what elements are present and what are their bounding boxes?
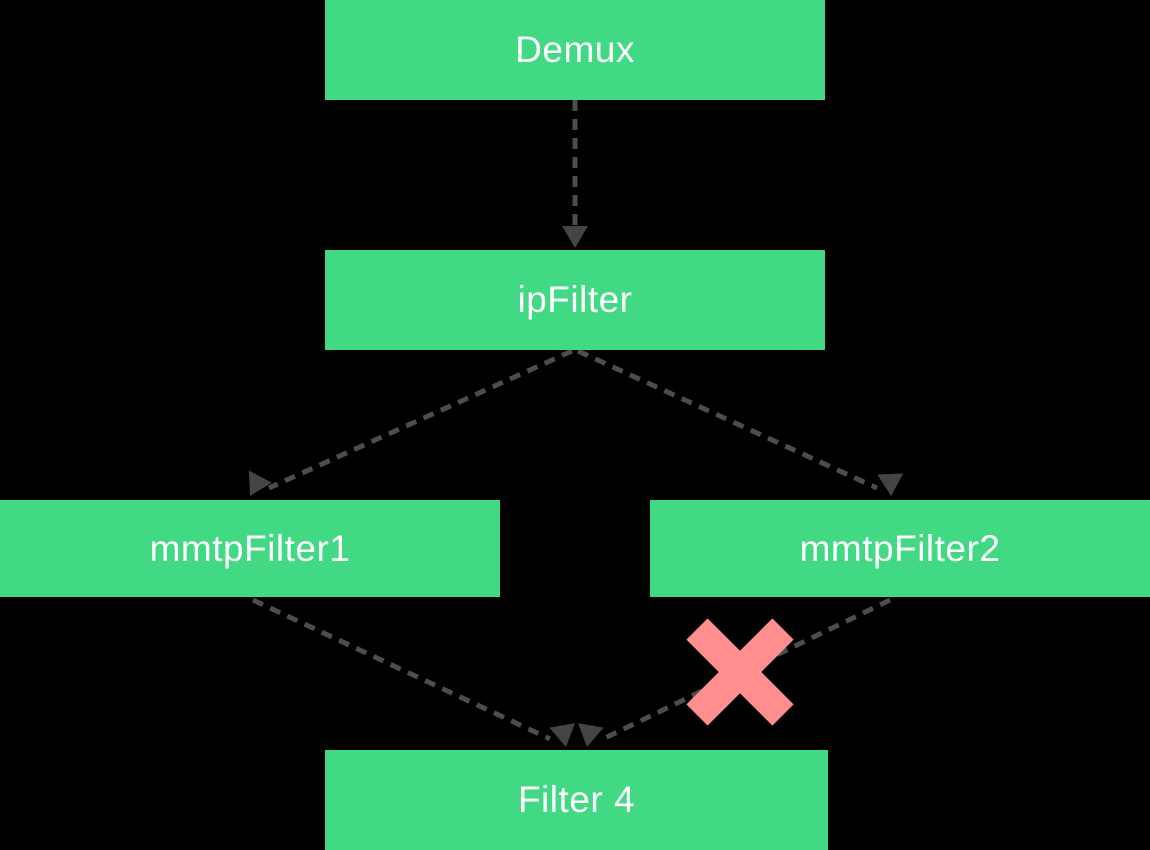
edge-mmtpfilter1-to-filter4 xyxy=(251,597,552,742)
edge-ipfilter-to-mmtpfilter2 xyxy=(576,348,879,491)
edge-ipfilter-to-mmtpfilter1 xyxy=(267,348,574,491)
arrowhead-into-mmtpfilter1-icon xyxy=(248,470,272,496)
arrowhead-into-ipfilter-icon xyxy=(562,226,588,248)
node-ipfilter: ipFilter xyxy=(325,250,825,350)
node-demux: Demux xyxy=(325,0,825,100)
node-demux-label: Demux xyxy=(515,29,635,70)
arrowhead-left-into-filter4-icon xyxy=(549,723,575,747)
arrowhead-into-mmtpfilter2-icon xyxy=(877,473,904,496)
node-ipfilter-label: ipFilter xyxy=(517,279,633,320)
node-mmtpfilter1: mmtpFilter1 xyxy=(0,500,500,597)
node-filter4: Filter 4 xyxy=(325,750,828,850)
node-filter4-label: Filter 4 xyxy=(517,779,636,820)
node-mmtpfilter2: mmtpFilter2 xyxy=(650,500,1150,597)
arrowhead-right-into-filter4-icon xyxy=(578,723,604,747)
node-mmtpfilter2-label: mmtpFilter2 xyxy=(799,527,1001,569)
blocked-cross-icon xyxy=(686,618,794,726)
node-mmtpfilter1-label: mmtpFilter1 xyxy=(149,527,351,569)
